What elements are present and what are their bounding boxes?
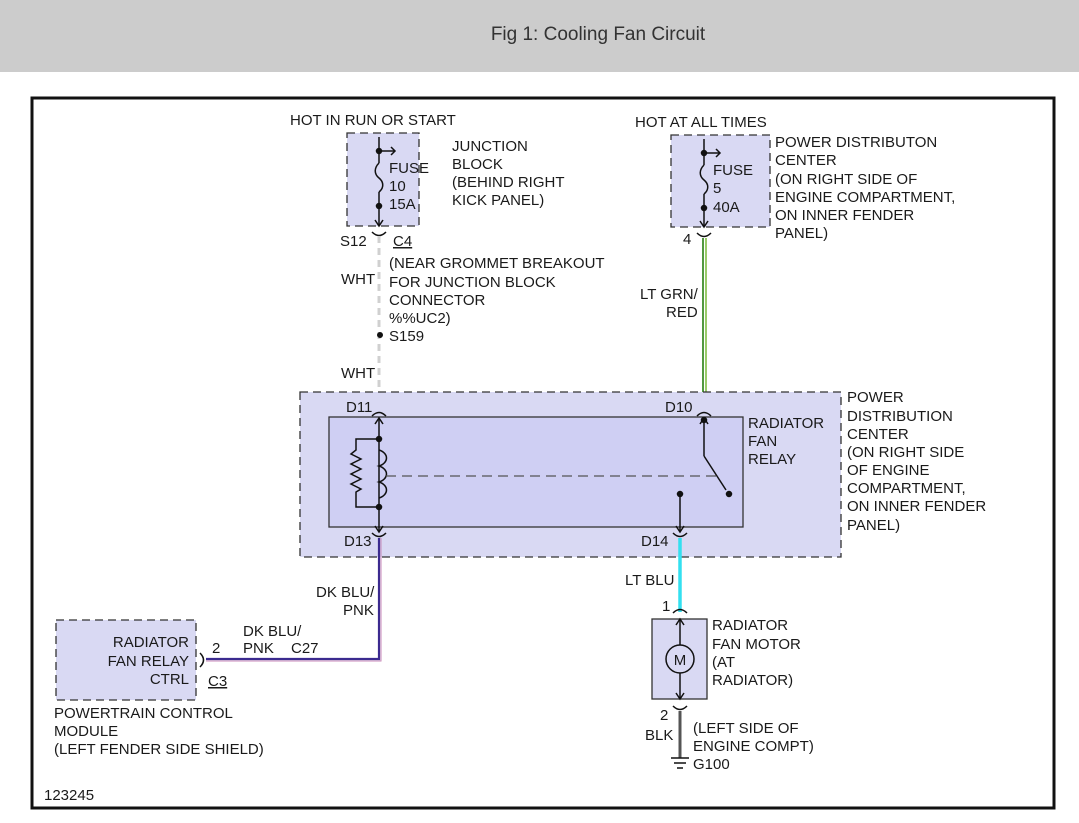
relay-coil-symbol [349, 416, 388, 534]
pdc-fuse-name-3: (ON RIGHT SIDE OF [775, 171, 917, 188]
pcm-box-line-2: FAN RELAY [108, 653, 189, 670]
relay-name-1: RADIATOR [748, 415, 824, 432]
wire-wht-lower-label: WHT [341, 365, 375, 382]
wire-blk-label: BLK [645, 727, 673, 744]
radiator-fan-relay-box [328, 416, 744, 528]
connector-c27: C27 [291, 640, 319, 657]
ground-g100: G100 [693, 756, 730, 773]
pcm-name-2: MODULE [54, 723, 118, 740]
pdc-fuse-name-1: POWER DISTRIBUTON [775, 134, 937, 151]
splice-s159: S159 [389, 328, 424, 345]
grommet-note-2: FOR JUNCTION BLOCK [389, 274, 556, 291]
motor-name-2: FAN MOTOR [712, 636, 801, 653]
pdc-name-7: ON INNER FENDER [847, 498, 986, 515]
wire-dk-blu-v-label-1: DK BLU/ [316, 584, 375, 601]
motor-name-3: (AT [712, 654, 735, 671]
junction-block-name-2: BLOCK [452, 156, 503, 173]
d10-connector-symbol [696, 411, 712, 417]
pin-d14: D14 [641, 533, 669, 550]
pdc-fuse-name-4: ENGINE COMPARTMENT, [775, 189, 955, 206]
wire-lt-grn-label-2: RED [666, 304, 698, 321]
hot-at-all-times-label: HOT AT ALL TIMES [635, 114, 767, 131]
pin-4-connector-symbol [696, 232, 712, 238]
pdc-name-4: (ON RIGHT SIDE [847, 444, 964, 461]
wire-wht-upper-label: WHT [341, 271, 375, 288]
motor-pin-2: 2 [660, 707, 668, 724]
relay-name-2: FAN [748, 433, 777, 450]
wire-dk-blu-v-label-2: PNK [343, 602, 374, 619]
figure-header: Fig 1: Cooling Fan Circuit [0, 0, 1079, 72]
fuse-5-number: 5 [713, 180, 721, 197]
connector-c4: C4 [393, 233, 412, 250]
fuse-10-word: FUSE [389, 160, 429, 177]
junction-block-name-3: (BEHIND RIGHT [452, 174, 565, 191]
pcm-name-1: POWERTRAIN CONTROL [54, 705, 233, 722]
motor-name-1: RADIATOR [712, 617, 788, 634]
pdc-name-2: DISTRIBUTION [847, 408, 953, 425]
figure-title: Fig 1: Cooling Fan Circuit [490, 24, 706, 45]
motor-pin-1: 1 [662, 598, 670, 615]
junction-block-name-1: JUNCTION [452, 138, 528, 155]
pdc-name-6: COMPARTMENT, [847, 480, 966, 497]
wire-dk-blu-h-label-2: PNK [243, 640, 274, 657]
fuse-5-symbol [699, 139, 722, 229]
pdc-name-8: PANEL) [847, 517, 900, 534]
motor-name-4: RADIATOR) [712, 672, 793, 689]
junction-block-name-4: KICK PANEL) [452, 192, 544, 209]
pcm-box-line-1: RADIATOR [113, 634, 189, 651]
motor-location-2: ENGINE COMPT) [693, 738, 814, 755]
fan-motor-symbol [665, 617, 695, 701]
motor-pin-1-connector [672, 608, 688, 614]
motor-location-1: (LEFT SIDE OF [693, 720, 799, 737]
fuse-10-rating: 15A [389, 196, 416, 213]
wire-dk-blu-h-label-1: DK BLU/ [243, 623, 302, 640]
grommet-note-4: %%UC2) [389, 310, 451, 327]
wire-dk-blu-pnk-a [206, 538, 381, 661]
pin-4: 4 [683, 231, 691, 248]
pcm-pin-2: 2 [212, 640, 220, 657]
d14-connector-symbol [672, 532, 688, 538]
relay-switch-symbol [675, 416, 733, 534]
d11-connector-symbol [371, 411, 387, 417]
pin-d10: D10 [665, 399, 693, 416]
fuse-5-word: FUSE [713, 162, 753, 179]
figure-id: 123245 [44, 787, 94, 804]
junction-block-box [346, 132, 420, 227]
power-dist-fuse-box [670, 134, 771, 228]
fuse-5-rating: 40A [713, 199, 740, 216]
pin-s12: S12 [340, 233, 367, 250]
pdc-fuse-name-5: ON INNER FENDER [775, 207, 914, 224]
pcm-name-3: (LEFT FENDER SIDE SHIELD) [54, 741, 264, 758]
pcm-box [55, 619, 197, 701]
c3-connector-symbol [199, 652, 205, 668]
grommet-note-3: CONNECTOR [389, 292, 486, 309]
pdc-name-1: POWER [847, 389, 904, 406]
splice-s159-dot [377, 332, 383, 338]
pin-d11: D11 [346, 399, 372, 416]
pdc-fuse-name-2: CENTER [775, 152, 837, 169]
motor-symbol-letter: M [674, 652, 687, 669]
ground-icon [671, 757, 689, 769]
relay-name-3: RELAY [748, 451, 796, 468]
pin-d13: D13 [344, 533, 372, 550]
fuse-10-symbol [374, 137, 397, 228]
diagram-frame [30, 96, 1056, 810]
hot-in-run-label: HOT IN RUN OR START [290, 112, 456, 129]
grommet-note-1: (NEAR GROMMET BREAKOUT [389, 255, 605, 272]
c4-connector-symbol [371, 231, 387, 237]
pdc-fuse-name-6: PANEL) [775, 225, 828, 242]
motor-pin-2-connector [672, 705, 688, 711]
fuse-10-number: 10 [389, 178, 406, 195]
pdc-name-3: CENTER [847, 426, 909, 443]
d13-connector-symbol [371, 532, 387, 538]
wire-lt-blu-label: LT BLU [625, 572, 674, 589]
pdc-name-5: OF ENGINE [847, 462, 930, 479]
wire-lt-grn-label-1: LT GRN/ [640, 286, 699, 303]
wire-dk-blu-pnk-b [206, 538, 382, 662]
pcm-box-line-3: CTRL [150, 671, 189, 688]
connector-c3: C3 [208, 673, 227, 690]
